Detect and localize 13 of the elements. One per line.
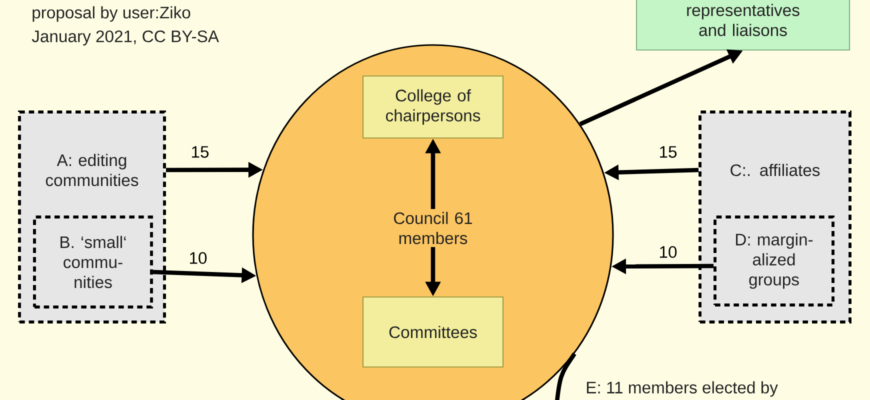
role-box: representatives and liaisons <box>636 0 850 51</box>
process-box: Committees <box>362 296 504 368</box>
edge-label: 10 <box>190 252 207 264</box>
note-text: January 2021, CC BY-SA <box>32 30 219 46</box>
edge-label: 15 <box>660 146 677 158</box>
edge-label: 15 <box>192 146 209 158</box>
group-box: D: margin-alized groups <box>714 216 834 306</box>
process-box: College of chairpersons <box>362 75 504 139</box>
edge-label: 10 <box>660 246 677 258</box>
council-text: Council 61 members <box>394 212 472 244</box>
note-text: proposal by user:Ziko <box>32 6 190 22</box>
note-text: E: 11 members elected by <box>586 381 778 397</box>
group-box: B. ‘small‘ commu-nities <box>33 216 153 308</box>
